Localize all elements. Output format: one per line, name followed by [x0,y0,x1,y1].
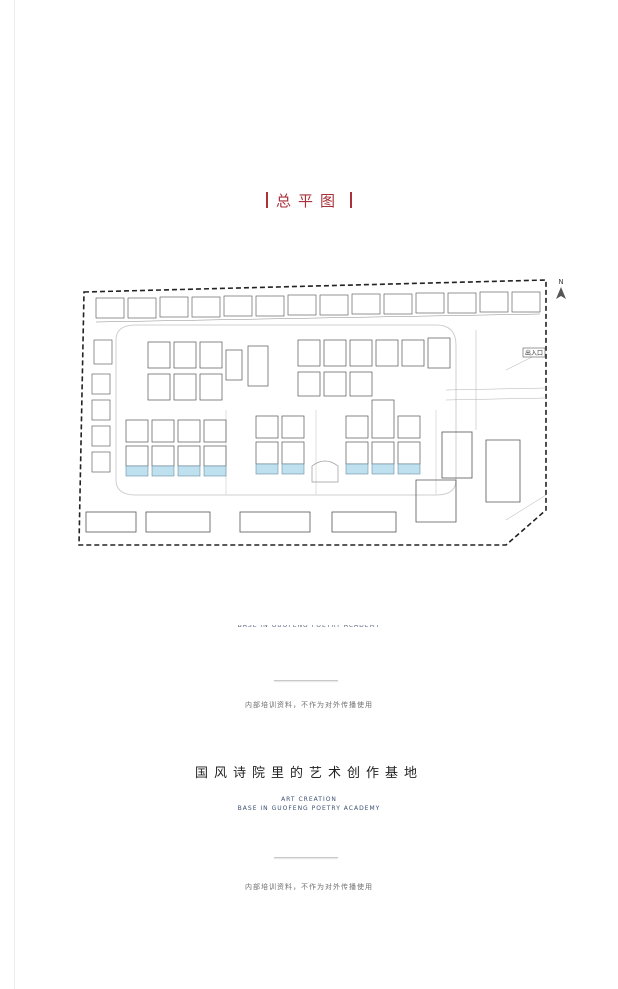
subtitle-en-1: ART CREATION [281,796,337,803]
left-guide-line [14,0,15,989]
cut-english-text: BASE IN GUOFENG POETRY ACADEMY [237,625,381,629]
page-title: 总平图 [0,190,618,211]
north-arrow-icon [556,287,566,299]
divider-line-2 [274,857,338,858]
entrance-label: 出入口 [525,349,543,357]
notice-1: 内部培训资料，不作为对外传播使用 [245,701,373,709]
subtitle-en-2: BASE IN GUOFENG POETRY ACADEMY [237,805,381,812]
north-indicator: N [552,278,570,302]
title-bar-right [350,192,352,208]
north-label: N [558,278,564,286]
site-boundary [78,279,547,546]
headline: 国风诗院里的艺术创作基地 [194,766,423,781]
divider-line-1 [274,680,338,681]
title-bar-left [265,192,268,208]
site-plan: 出入口 [78,279,547,546]
title-text: 总平图 [275,192,342,210]
notice-2: 内部培训资料，不作为对外传播使用 [245,883,373,891]
